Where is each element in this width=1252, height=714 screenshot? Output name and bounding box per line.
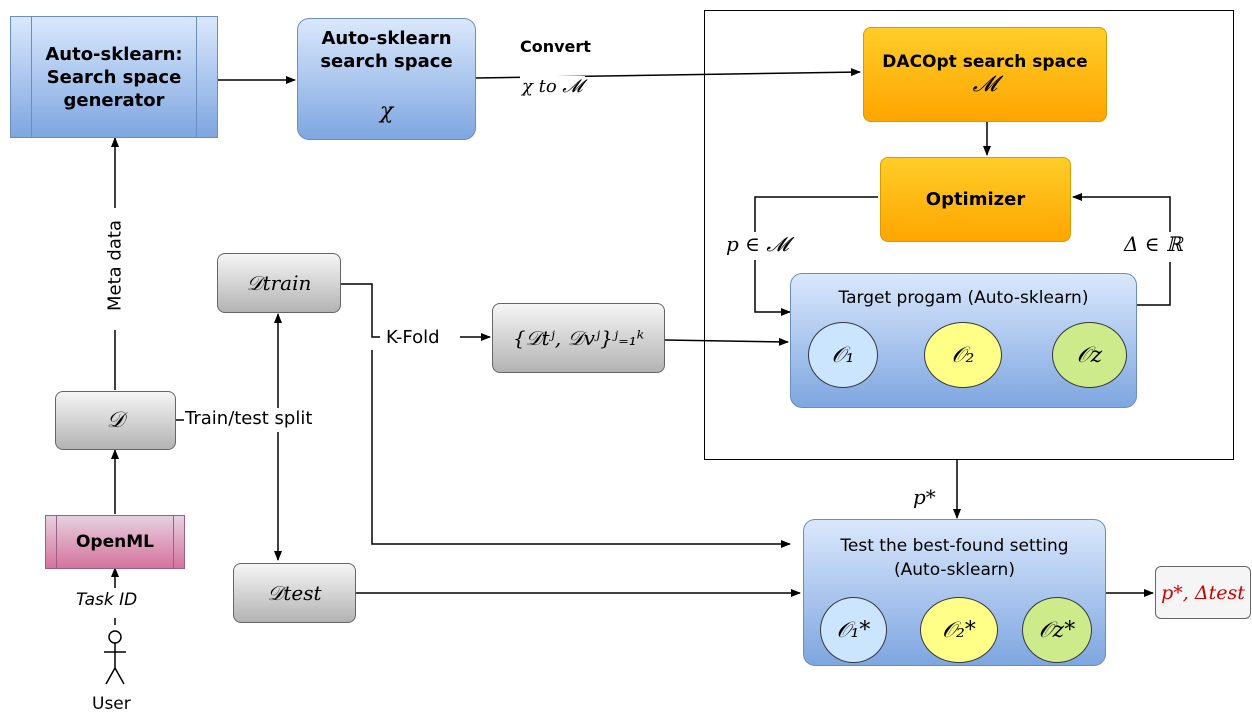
user-figure bbox=[104, 630, 126, 685]
operator-oz-star: 𝒪z* bbox=[1022, 597, 1092, 663]
operator-o2: 𝒪₂ bbox=[924, 322, 1002, 388]
autosklearn-search-space: Auto-sklearn search space χ bbox=[297, 18, 476, 140]
d-box: 𝒟 bbox=[55, 391, 176, 450]
folds-box: {𝒟tʲ, 𝒟vʲ}ʲ₌₁ᵏ bbox=[492, 303, 665, 373]
line-train-to-kfold bbox=[341, 283, 380, 338]
optimizer-label: Optimizer bbox=[925, 189, 1026, 210]
output-box: p*, Δtest bbox=[1155, 566, 1251, 619]
user-label: User bbox=[92, 694, 131, 714]
d-label: 𝒟 bbox=[106, 408, 125, 433]
task-id-label: Task ID bbox=[76, 590, 138, 610]
m-symbol: 𝓜 bbox=[972, 72, 998, 97]
o1-label: 𝒪₁ bbox=[831, 342, 855, 368]
generator-label: Auto-sklearn: Search space generator bbox=[45, 43, 183, 111]
test-best-line2: (Auto-sklearn) bbox=[894, 560, 1015, 580]
autosklearn-space-title: Auto-sklearn search space bbox=[320, 28, 453, 72]
test-best-line1: Test the best-found setting bbox=[840, 536, 1069, 556]
operator-o1-star: 𝒪₁* bbox=[820, 597, 887, 663]
openml-label: OpenML bbox=[75, 532, 154, 552]
arrow-target-to-optimizer bbox=[1073, 197, 1171, 306]
p-in-m-label: p ∈ 𝓜 bbox=[726, 232, 789, 256]
oz-star-label: 𝒪z* bbox=[1038, 617, 1076, 643]
train-test-split-label: Train/test split bbox=[185, 408, 313, 429]
oz-label: 𝒪z bbox=[1076, 342, 1103, 368]
d-test-box: 𝒟test bbox=[233, 563, 356, 623]
kfold-label: K-Fold bbox=[384, 327, 442, 348]
o2-star-label: 𝒪₂* bbox=[942, 617, 976, 643]
search-space-generator: Auto-sklearn: Search space generator bbox=[10, 16, 218, 138]
dacopt-title: DACOpt search space bbox=[882, 52, 1088, 72]
operator-o1: 𝒪₁ bbox=[808, 322, 878, 388]
meta-data-label: Meta data bbox=[104, 208, 126, 323]
output-label: p*, Δtest bbox=[1161, 581, 1245, 604]
o2-label: 𝒪₂ bbox=[951, 342, 975, 368]
arrow-train-to-testbest bbox=[371, 350, 791, 548]
folds-label: {𝒟tʲ, 𝒟vʲ}ʲ₌₁ᵏ bbox=[512, 326, 645, 350]
d-test-label: 𝒟test bbox=[267, 581, 322, 605]
convert-label: Convert bbox=[520, 37, 591, 56]
d-train-box: 𝒟train bbox=[217, 253, 341, 313]
d-train-label: 𝒟train bbox=[246, 271, 312, 295]
arrow-optimizer-to-target bbox=[754, 196, 878, 312]
convert-expression: χ to 𝓜 bbox=[520, 76, 585, 97]
p-star-label: p* bbox=[913, 485, 936, 509]
chi-symbol: χ bbox=[379, 99, 394, 124]
operator-o2-star: 𝒪₂* bbox=[920, 597, 998, 663]
delta-in-r-label: Δ ∈ ℝ bbox=[1124, 232, 1183, 256]
target-program-label: Target progam (Auto-sklearn) bbox=[838, 288, 1089, 308]
arrow-folds-to-target bbox=[664, 337, 789, 346]
optimization-frame bbox=[704, 10, 1234, 460]
openml-box: OpenML bbox=[45, 515, 185, 569]
o1-star-label: 𝒪₁* bbox=[836, 617, 871, 643]
optimizer-box: Optimizer bbox=[880, 157, 1071, 242]
dacopt-search-space: DACOpt search space 𝓜 bbox=[863, 27, 1107, 122]
operator-oz: 𝒪z bbox=[1052, 322, 1127, 388]
